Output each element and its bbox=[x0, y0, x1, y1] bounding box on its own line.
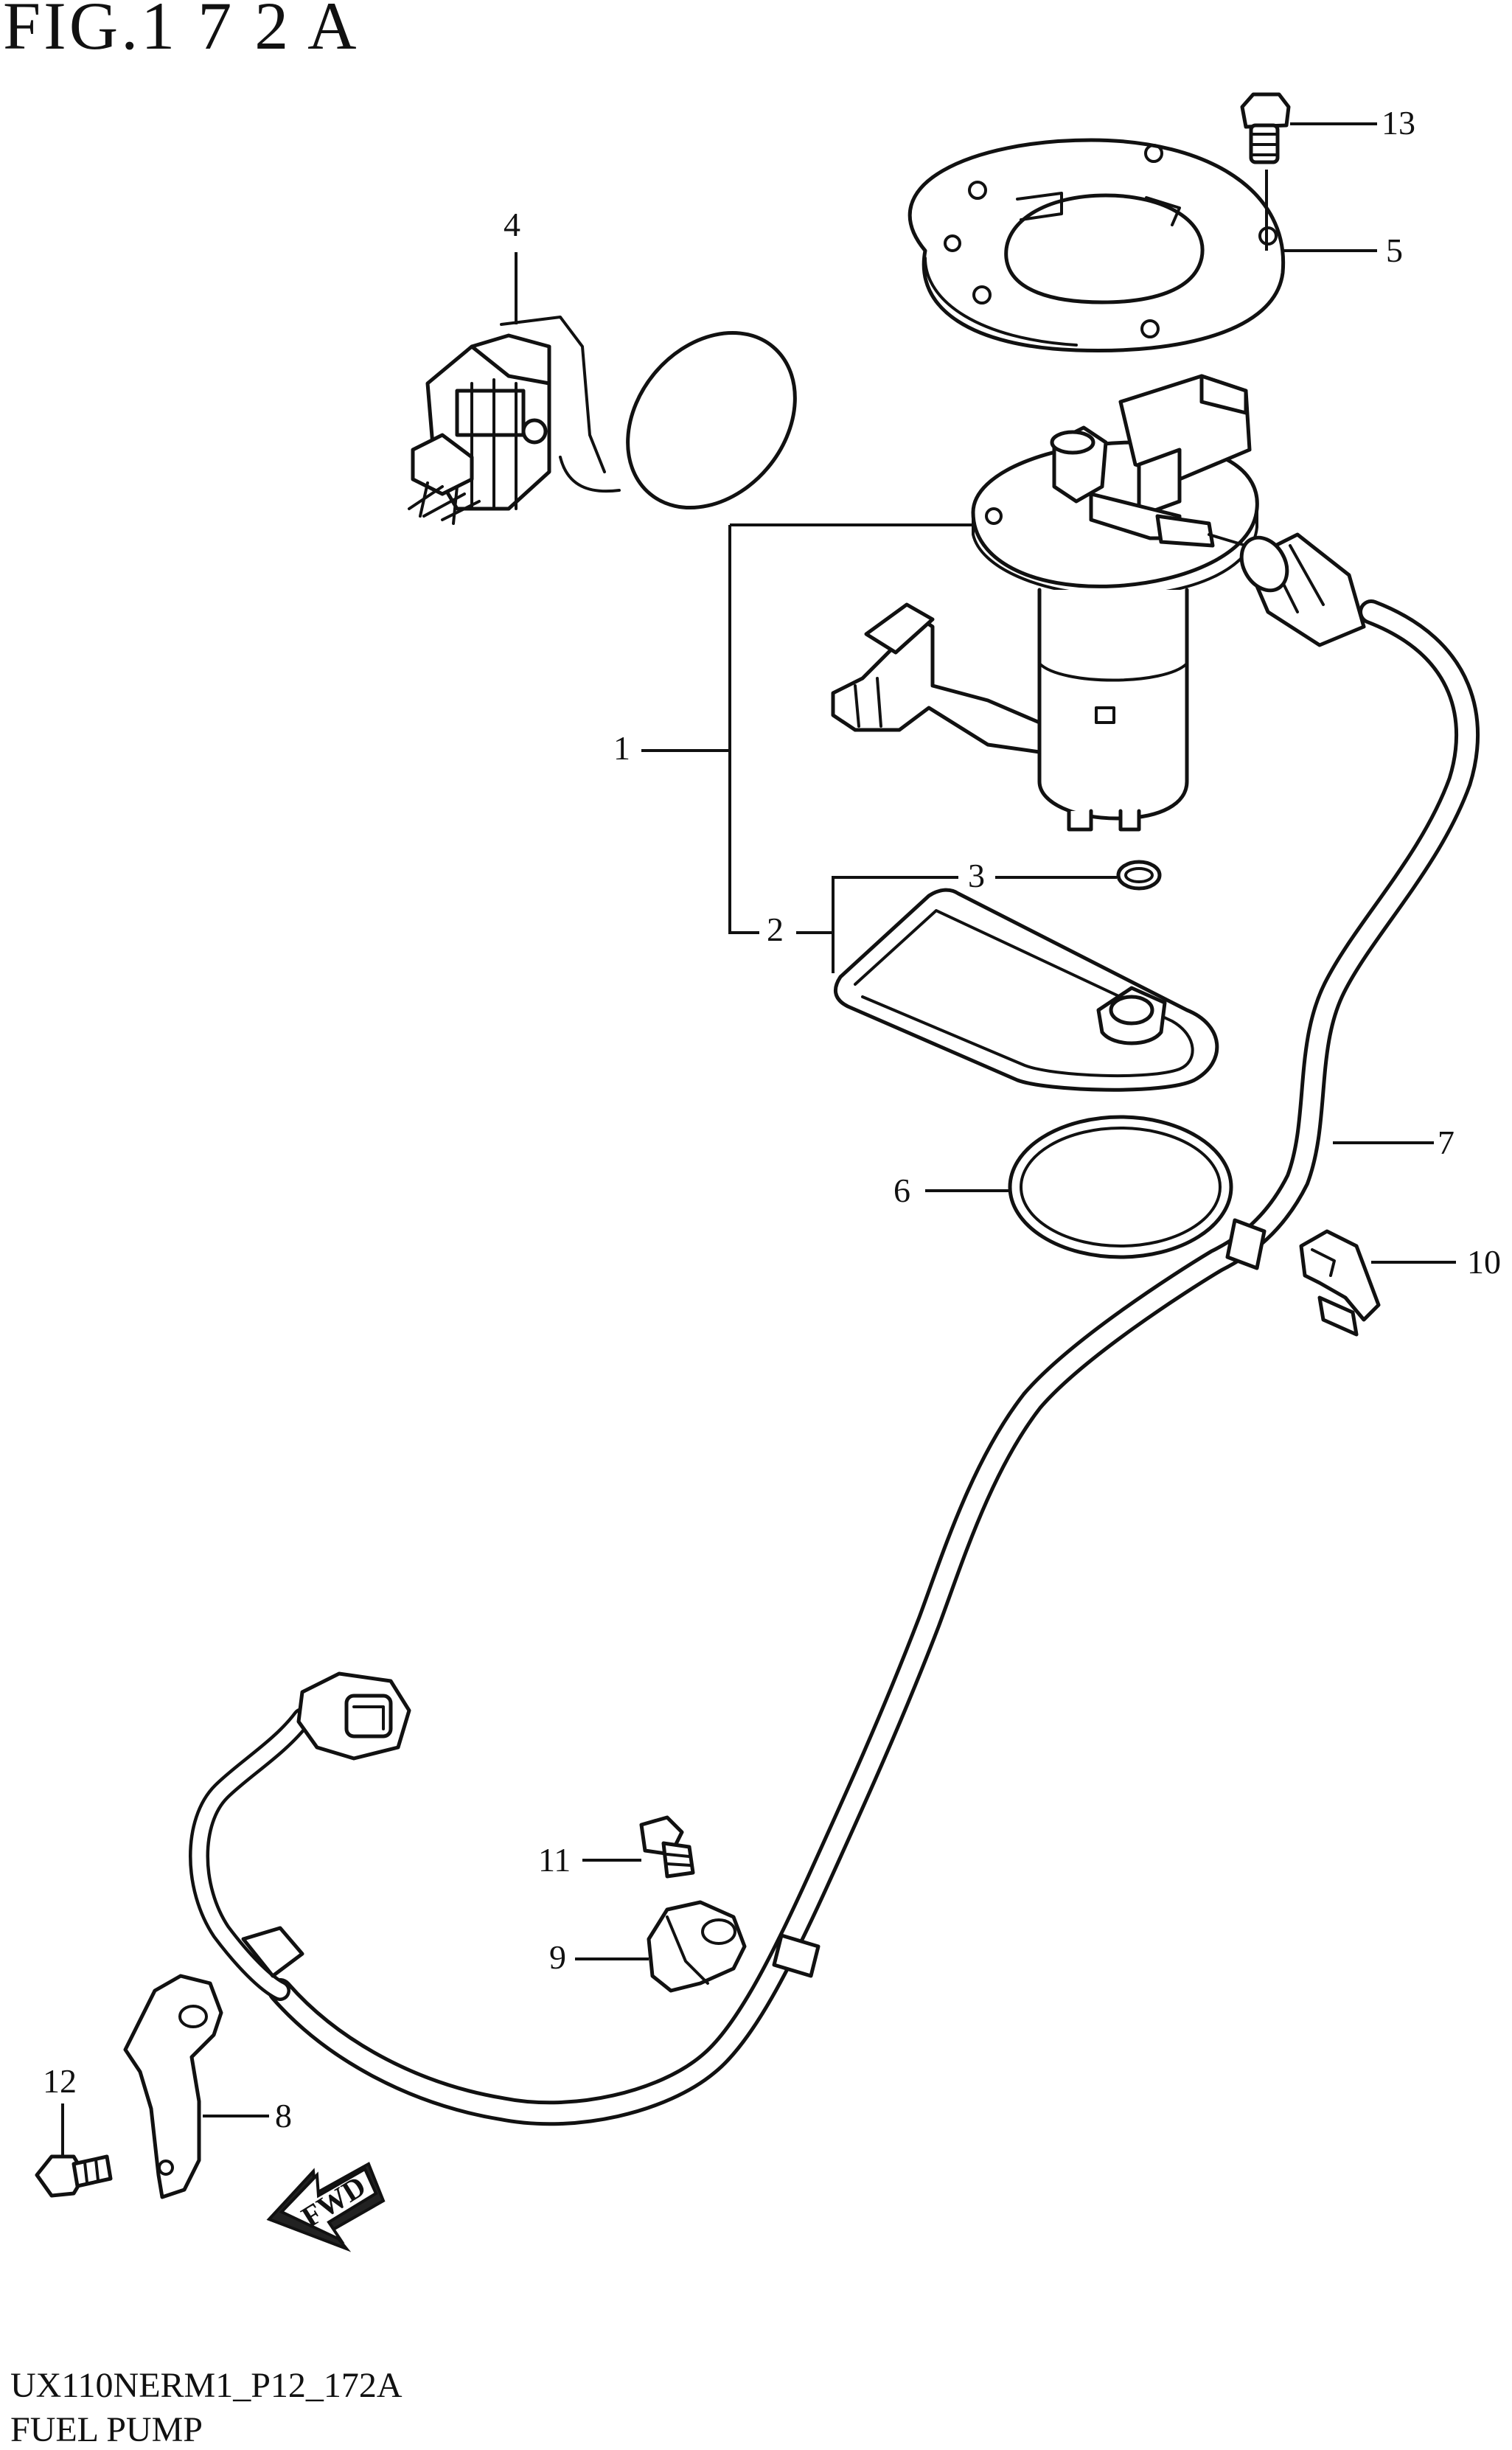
part-3-o-ring-small bbox=[1116, 860, 1162, 891]
figure-title: FIG.1 7 2 A bbox=[3, 0, 360, 63]
callout-labels: 1 2 3 4 5 6 7 8 9 10 11 12 13 bbox=[43, 104, 1501, 2134]
diagram-name: FUEL PUMP bbox=[10, 2410, 203, 2449]
callout-7: 7 bbox=[1438, 1124, 1454, 1161]
callout-13: 13 bbox=[1382, 104, 1415, 142]
callout-5: 5 bbox=[1386, 232, 1403, 269]
leader-lines bbox=[61, 122, 1456, 2157]
part-9-clamp bbox=[647, 1900, 747, 1993]
part-5-mounting-plate bbox=[907, 138, 1286, 352]
callout-4: 4 bbox=[504, 206, 520, 243]
callout-11: 11 bbox=[538, 1841, 571, 1879]
part-4-fuel-level-gauge bbox=[408, 316, 797, 525]
callout-10: 10 bbox=[1467, 1243, 1501, 1281]
fwd-direction-arrow: FWD bbox=[266, 2162, 386, 2252]
part-12-bolt bbox=[35, 2154, 113, 2198]
part-13-bolt bbox=[1240, 92, 1291, 164]
part-2-fuel-filter bbox=[833, 888, 1219, 1092]
diagram-code: UX110NERM1_P12_172A bbox=[10, 2366, 403, 2405]
callout-8: 8 bbox=[275, 2097, 292, 2134]
part-8-bracket bbox=[123, 1974, 223, 2199]
part-7-fuel-hose bbox=[268, 532, 1480, 2126]
callout-1: 1 bbox=[613, 729, 630, 767]
wire-harness-lead bbox=[189, 1671, 411, 2001]
callout-3: 3 bbox=[968, 857, 985, 894]
part-11-bolt bbox=[639, 1815, 695, 1879]
callout-9: 9 bbox=[549, 1938, 566, 1976]
part-6-gasket bbox=[1008, 1115, 1233, 1259]
callout-6: 6 bbox=[893, 1172, 910, 1209]
callout-2: 2 bbox=[767, 911, 784, 948]
callout-12: 12 bbox=[43, 2062, 77, 2100]
part-1-fuel-pump-assembly bbox=[831, 374, 1259, 832]
part-10-hose-clip bbox=[1299, 1229, 1381, 1337]
